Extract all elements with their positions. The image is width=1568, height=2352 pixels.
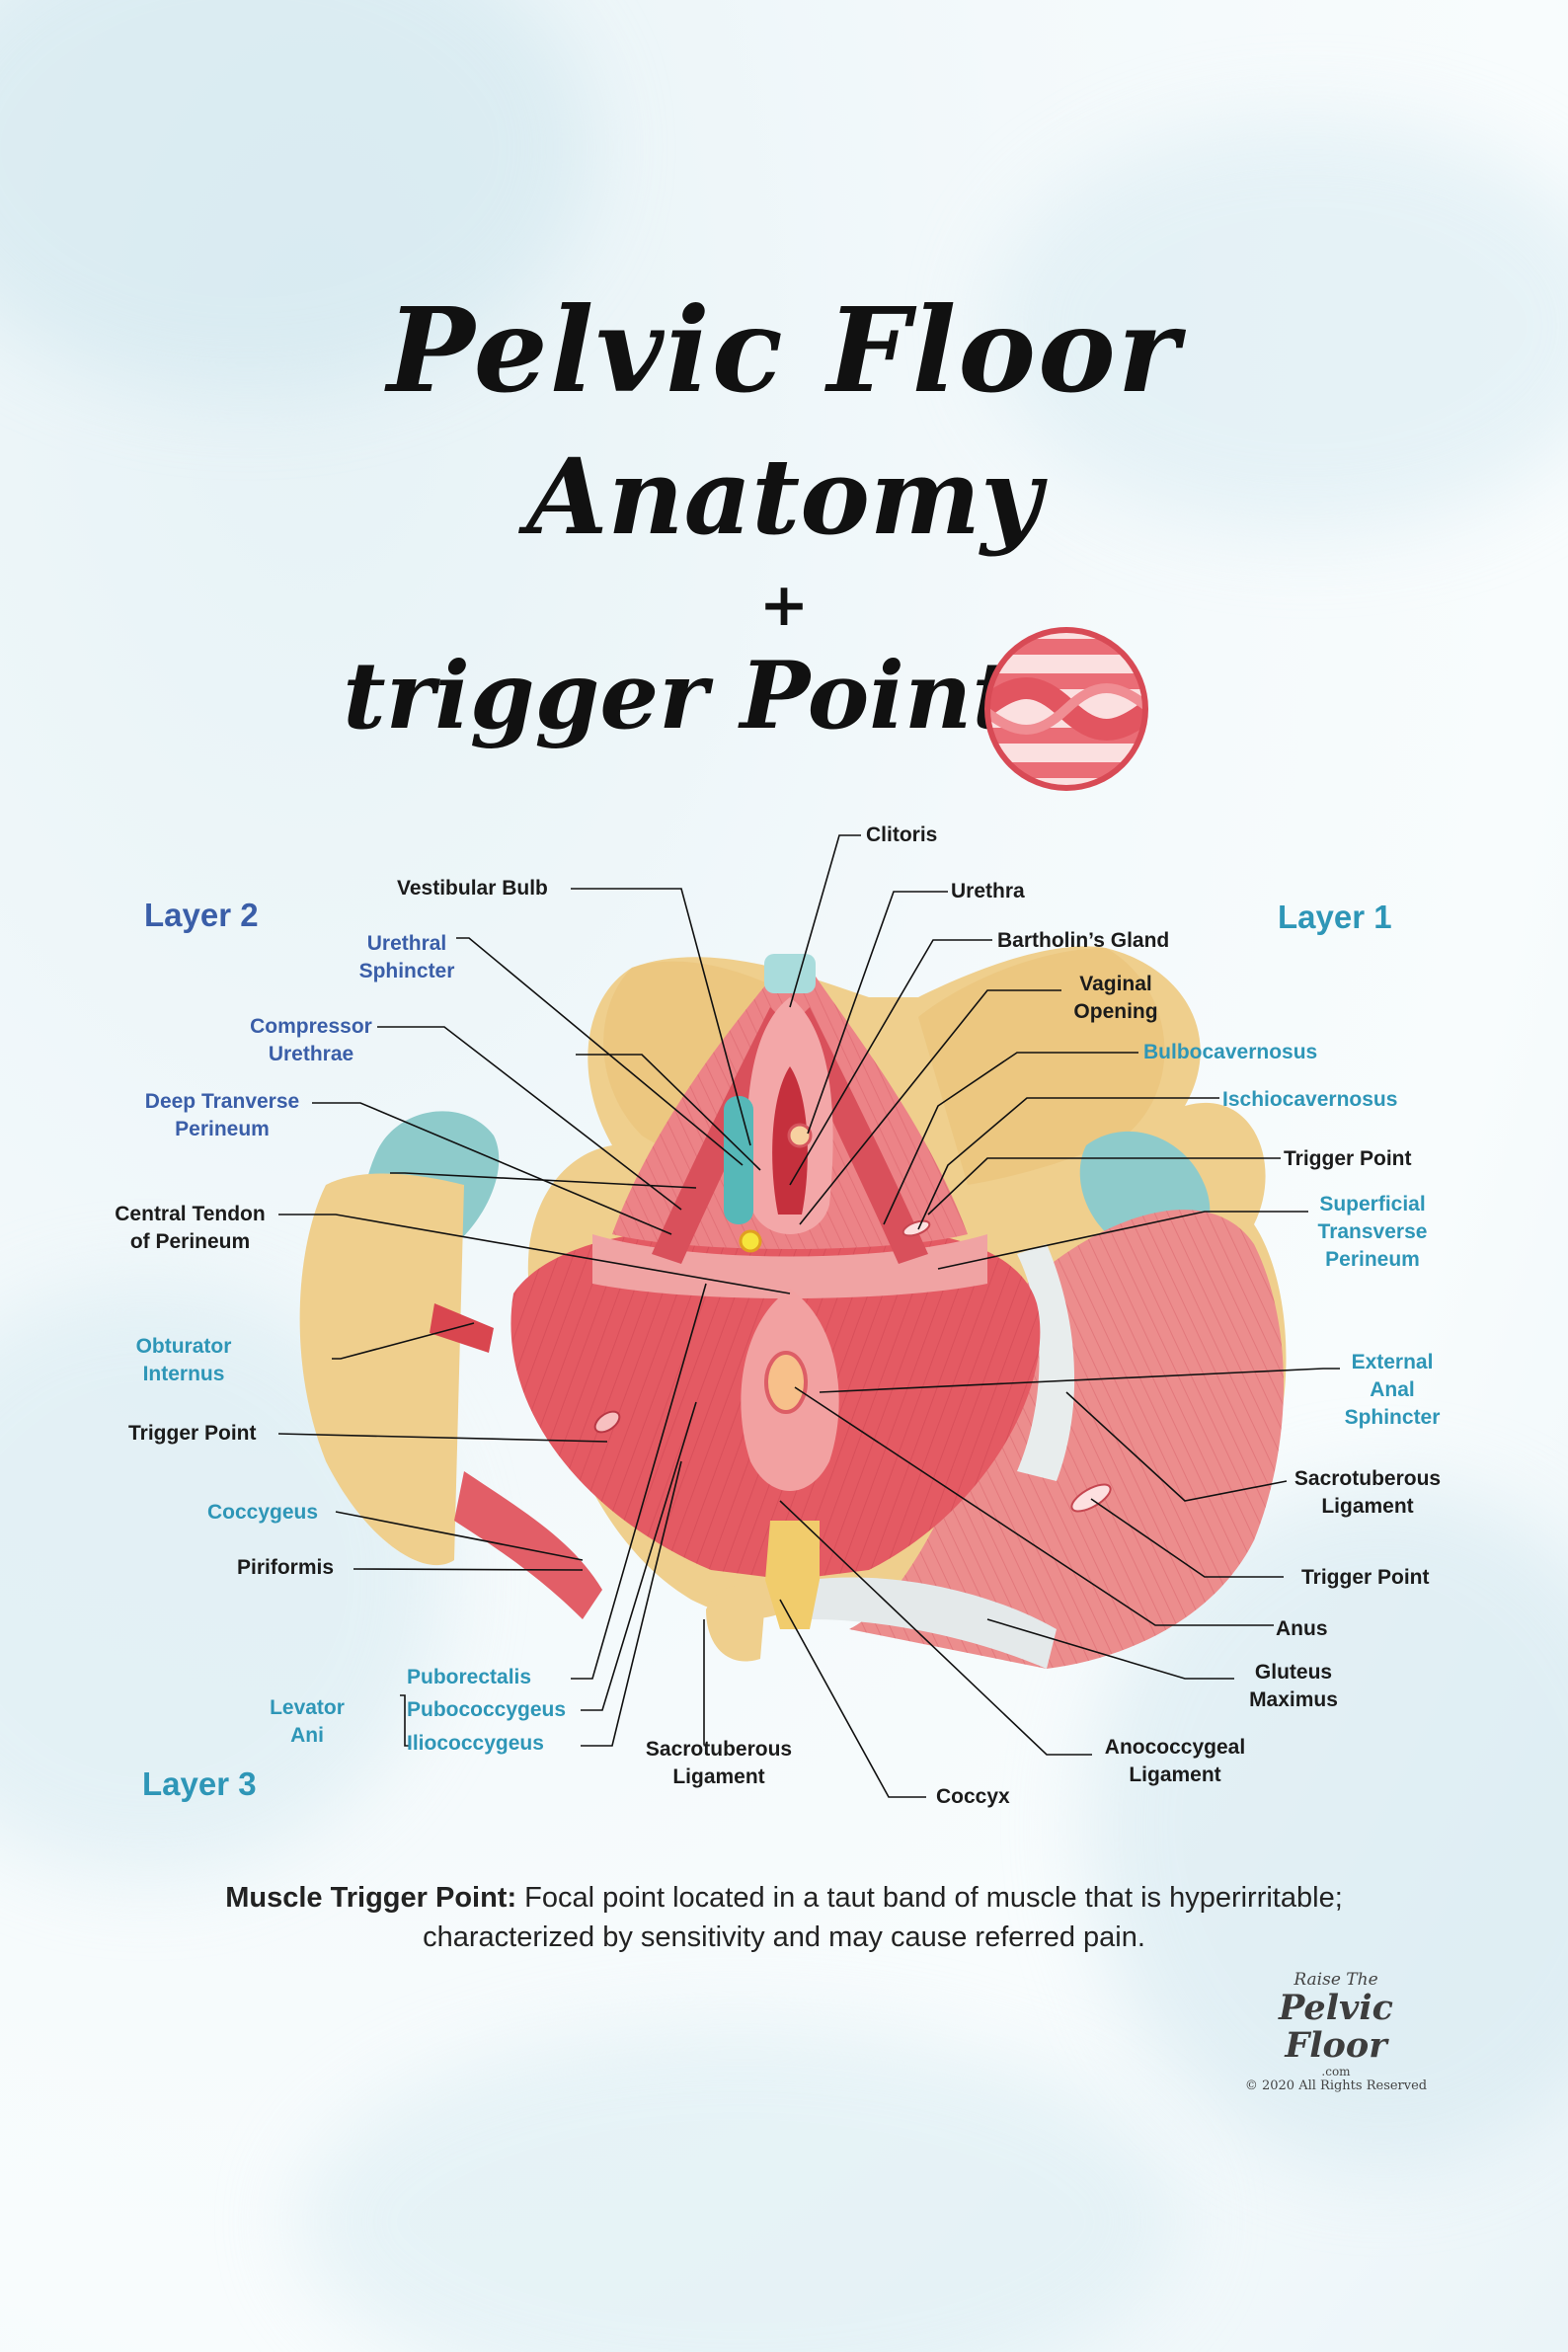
- label-gluteus-maximus: Gluteus Maximus: [1249, 1661, 1338, 1711]
- label-trigger-point-right-bottom: Trigger Point: [1301, 1566, 1430, 1589]
- definition-text-2: characterized by sensitivity and may cau…: [423, 1921, 1145, 1953]
- logo-domain: .com: [1321, 2065, 1351, 2078]
- label-external-anal-sphincter: External Anal Sphincter: [1344, 1351, 1441, 1429]
- label-deep-transverse-perineum: Deep Tranverse Perineum: [144, 1090, 300, 1140]
- title-line-2: Anatomy: [526, 434, 1042, 558]
- leader-lines: [277, 834, 1340, 1798]
- definition-term: Muscle Trigger Point:: [225, 1882, 517, 1914]
- label-coccyx: Coccyx: [936, 1785, 1010, 1808]
- title-line-3: trigger Points: [343, 642, 1067, 750]
- label-ischiocavernosus: Ischiocavernosus: [1222, 1088, 1398, 1111]
- layer-1-heading: Layer 1: [1278, 899, 1392, 935]
- label-puborectalis: Puborectalis: [407, 1666, 532, 1688]
- anus: [764, 1351, 808, 1414]
- logo-copyright: © 2020 All Rights Reserved: [1244, 2078, 1428, 2093]
- coccygeus-muscle: [454, 1471, 602, 1619]
- label-urethra: Urethra: [951, 880, 1025, 902]
- label-trigger-point-right-top: Trigger Point: [1284, 1147, 1412, 1170]
- trigger-point-fiber-icon: [984, 627, 1148, 791]
- urethra: [787, 1123, 813, 1148]
- label-vestibular-bulb: Vestibular Bulb: [397, 877, 548, 900]
- label-trigger-point-left: Trigger Point: [128, 1422, 257, 1445]
- trigger-point-mark: [593, 1410, 621, 1434]
- label-central-tendon: Central Tendon of Perineum: [115, 1203, 266, 1253]
- label-superficial-transverse-perineum: Superficial Transverse Perineum: [1317, 1193, 1428, 1271]
- vestibular-bulb: [724, 1096, 753, 1224]
- pelvis-side-left: [299, 1173, 464, 1566]
- logo-main: Pelvic Floor: [1279, 1988, 1393, 2066]
- layer-2-heading: Layer 2: [144, 897, 259, 933]
- pubic-symphysis: [764, 954, 816, 993]
- superficial-transverse-perineum-muscle: [592, 1234, 987, 1298]
- label-anococcygeal-ligament: Anococcygeal Ligament: [1104, 1736, 1246, 1786]
- layer-3-heading: Layer 3: [142, 1765, 257, 1802]
- obturator-internus-muscle: [430, 1303, 494, 1353]
- trigger-point-definition: Muscle Trigger Point: Focal point locate…: [0, 1878, 1568, 1957]
- trigger-point-mark: [1070, 1483, 1112, 1513]
- label-clitoris: Clitoris: [866, 823, 938, 846]
- title-plus: +: [758, 571, 810, 640]
- label-bulbocavernosus: Bulbocavernosus: [1143, 1041, 1318, 1063]
- label-anus: Anus: [1276, 1617, 1328, 1640]
- watercolor-blob: [987, 118, 1568, 533]
- brand-logo: Raise The Pelvic Floor .com © 2020 All R…: [1242, 1970, 1430, 2093]
- label-compressor-urethrae: Compressor Urethrae: [250, 1015, 372, 1065]
- label-levator-ani: Levator Ani: [270, 1696, 345, 1747]
- logo-top: Raise The: [1294, 1970, 1378, 1990]
- label-pubococcygeus: Pubococcygeus: [407, 1698, 567, 1721]
- label-piriformis: Piriformis: [237, 1556, 335, 1579]
- label-coccygeus: Coccygeus: [207, 1501, 319, 1524]
- title-line-1: Pelvic Floor: [387, 281, 1181, 419]
- label-obturator-internus: Obturator Internus: [135, 1335, 232, 1385]
- definition-text-1: Focal point located in a taut band of mu…: [516, 1882, 1343, 1914]
- bartholins-gland: [739, 1229, 762, 1253]
- anococcygeal-ligament: [810, 1577, 1057, 1669]
- label-bartholins-gland: Bartholin’s Gland: [997, 929, 1170, 952]
- label-sacrotuberous-ligament-bottom: Sacrotuberous Ligament: [645, 1738, 793, 1788]
- sacrotuberous-ligament-right: [1017, 1244, 1075, 1481]
- label-urethral-sphincter: Urethral Sphincter: [358, 932, 455, 982]
- watercolor-blob: [296, 2024, 1185, 2352]
- trigger-point-mark: [902, 1219, 931, 1237]
- label-vaginal-opening: Vaginal Opening: [1073, 973, 1158, 1023]
- label-iliococcygeus: Iliococcygeus: [407, 1732, 544, 1755]
- coccyx: [765, 1521, 820, 1629]
- label-sacrotuberous-ligament-right: Sacrotuberous Ligament: [1294, 1467, 1442, 1518]
